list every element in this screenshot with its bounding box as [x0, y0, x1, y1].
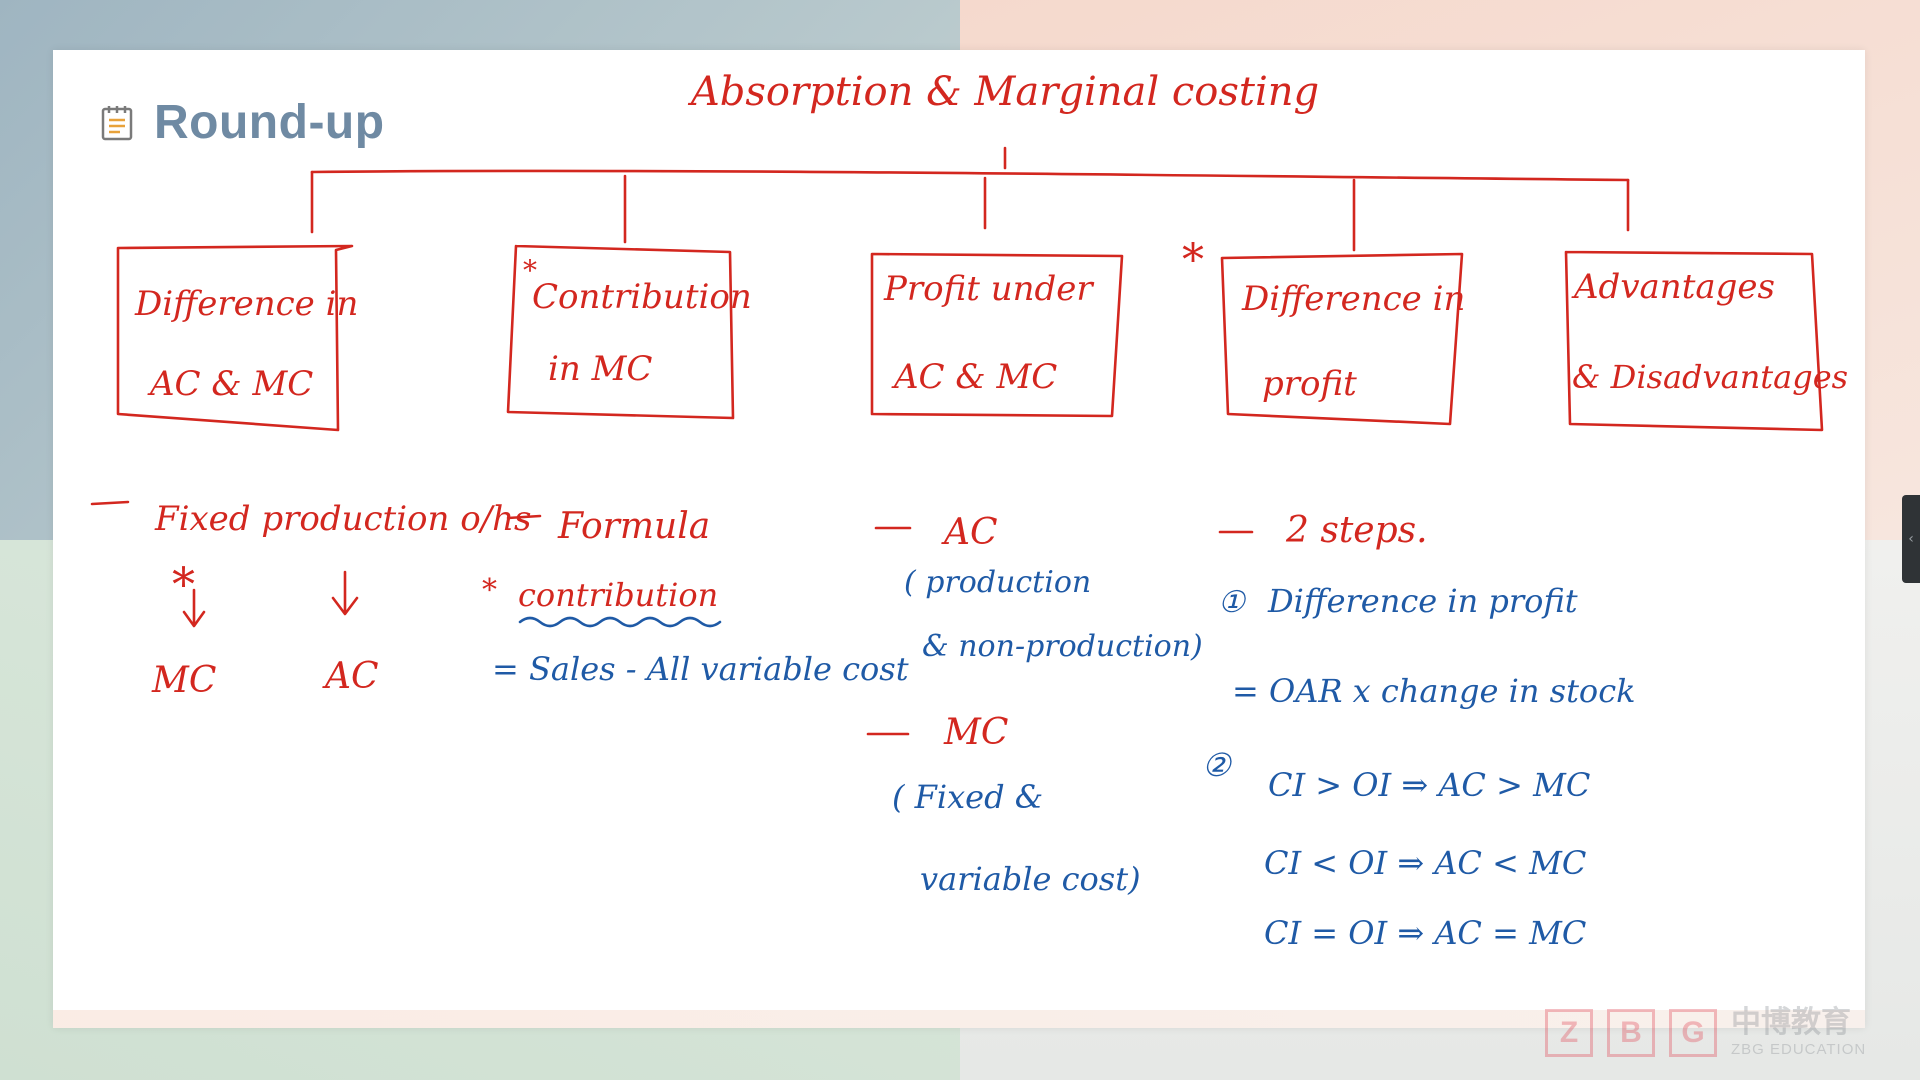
col-1-dash-text: Fixed production o/hs: [154, 499, 532, 539]
box-5-line-1: Advantages: [1571, 267, 1775, 307]
col-4-rule-2: CI < OI ⇒ AC < MC: [1264, 844, 1586, 882]
watermark-letter-z: Z: [1545, 1008, 1593, 1057]
col-2-star: *: [482, 573, 497, 608]
col-3-ac-note-1: ( production: [904, 565, 1091, 600]
column-2-notes: Formula * contribution = Sales - All var…: [482, 506, 909, 688]
box-4-star: *: [1182, 235, 1204, 286]
slide-bottom-strip: [53, 1010, 1865, 1028]
col-4-step-1-text: Difference in profit: [1267, 582, 1578, 620]
column-4-notes: 2 steps. ① Difference in profit = OAR x …: [1202, 510, 1636, 952]
watermark-cn: 中博教育: [1731, 1005, 1851, 1040]
chevron-left-icon: ‹: [1908, 531, 1914, 547]
col-2-contribution: contribution: [518, 576, 718, 614]
column-1-notes: Fixed production o/hs * MC AC: [90, 499, 532, 701]
box-2-line-1: Contribution: [532, 277, 752, 317]
page-title: Round-up: [154, 96, 385, 149]
col-2-dash-text: Formula: [557, 506, 710, 547]
col-4-step-1-num: ①: [1218, 585, 1247, 620]
box-3-line-1: Profit under: [883, 269, 1094, 309]
slide-heading: Round-up: [98, 95, 385, 150]
col-3-mc-note-2: variable cost): [920, 860, 1141, 898]
box-1-line-2: AC & MC: [147, 364, 313, 404]
box-difference-profit: * Difference in profit: [1182, 235, 1465, 426]
col-4-step-2-num: ②: [1202, 746, 1233, 784]
box-difference-ac-mc: Difference in AC & MC: [116, 244, 358, 432]
board-title: Absorption & Marginal costing: [687, 69, 1319, 115]
zbg-watermark: Z B G 中博教育 ZBG EDUCATION: [1545, 1008, 1866, 1057]
watermark-en: ZBG EDUCATION: [1731, 1041, 1867, 1058]
watermark-letter-g: G: [1669, 1008, 1717, 1057]
col-4-rule-1: CI > OI ⇒ AC > MC: [1268, 766, 1590, 804]
notepad-icon: [98, 103, 136, 143]
watermark-letter-b: B: [1607, 1008, 1655, 1057]
column-3-notes: AC ( production & non-production) MC ( F…: [866, 512, 1203, 898]
col-3-ac-note-2: & non-production): [922, 629, 1203, 664]
col-1-star: *: [172, 557, 195, 611]
col-4-rule-3: CI = OI ⇒ AC = MC: [1264, 914, 1586, 952]
box-2-star: *: [523, 254, 537, 287]
col-4-dash-text: 2 steps.: [1285, 510, 1428, 551]
box-advantages-disadvantages: Advantages & Disadvantages: [1564, 250, 1848, 432]
box-1-line-1: Difference in: [134, 284, 358, 324]
col-3-mc-note-1: ( Fixed &: [892, 778, 1043, 816]
col-4-step-1-formula: = OAR x change in stock: [1232, 672, 1636, 710]
col-1-right-label: AC: [322, 656, 379, 697]
box-3-line-2: AC & MC: [891, 357, 1057, 397]
box-profit-ac-mc: Profit under AC & MC: [870, 252, 1124, 418]
box-4-line-1: Difference in: [1241, 279, 1465, 319]
box-2-line-2: in MC: [548, 349, 652, 389]
side-panel-toggle[interactable]: ‹: [1902, 495, 1920, 583]
slide-canvas: [53, 50, 1865, 1028]
col-3-mc-label: MC: [943, 712, 1008, 753]
col-3-ac-label: AC: [941, 512, 998, 553]
box-contribution-mc: * Contribution in MC: [506, 244, 752, 420]
box-4-line-2: profit: [1262, 364, 1357, 404]
col-2-formula: = Sales - All variable cost: [492, 650, 909, 688]
tree-connectors: [310, 146, 1630, 252]
col-1-left-label: MC: [151, 660, 216, 701]
box-5-line-2: & Disadvantages: [1572, 358, 1848, 396]
watermark-text: 中博教育 ZBG EDUCATION: [1731, 1005, 1867, 1058]
